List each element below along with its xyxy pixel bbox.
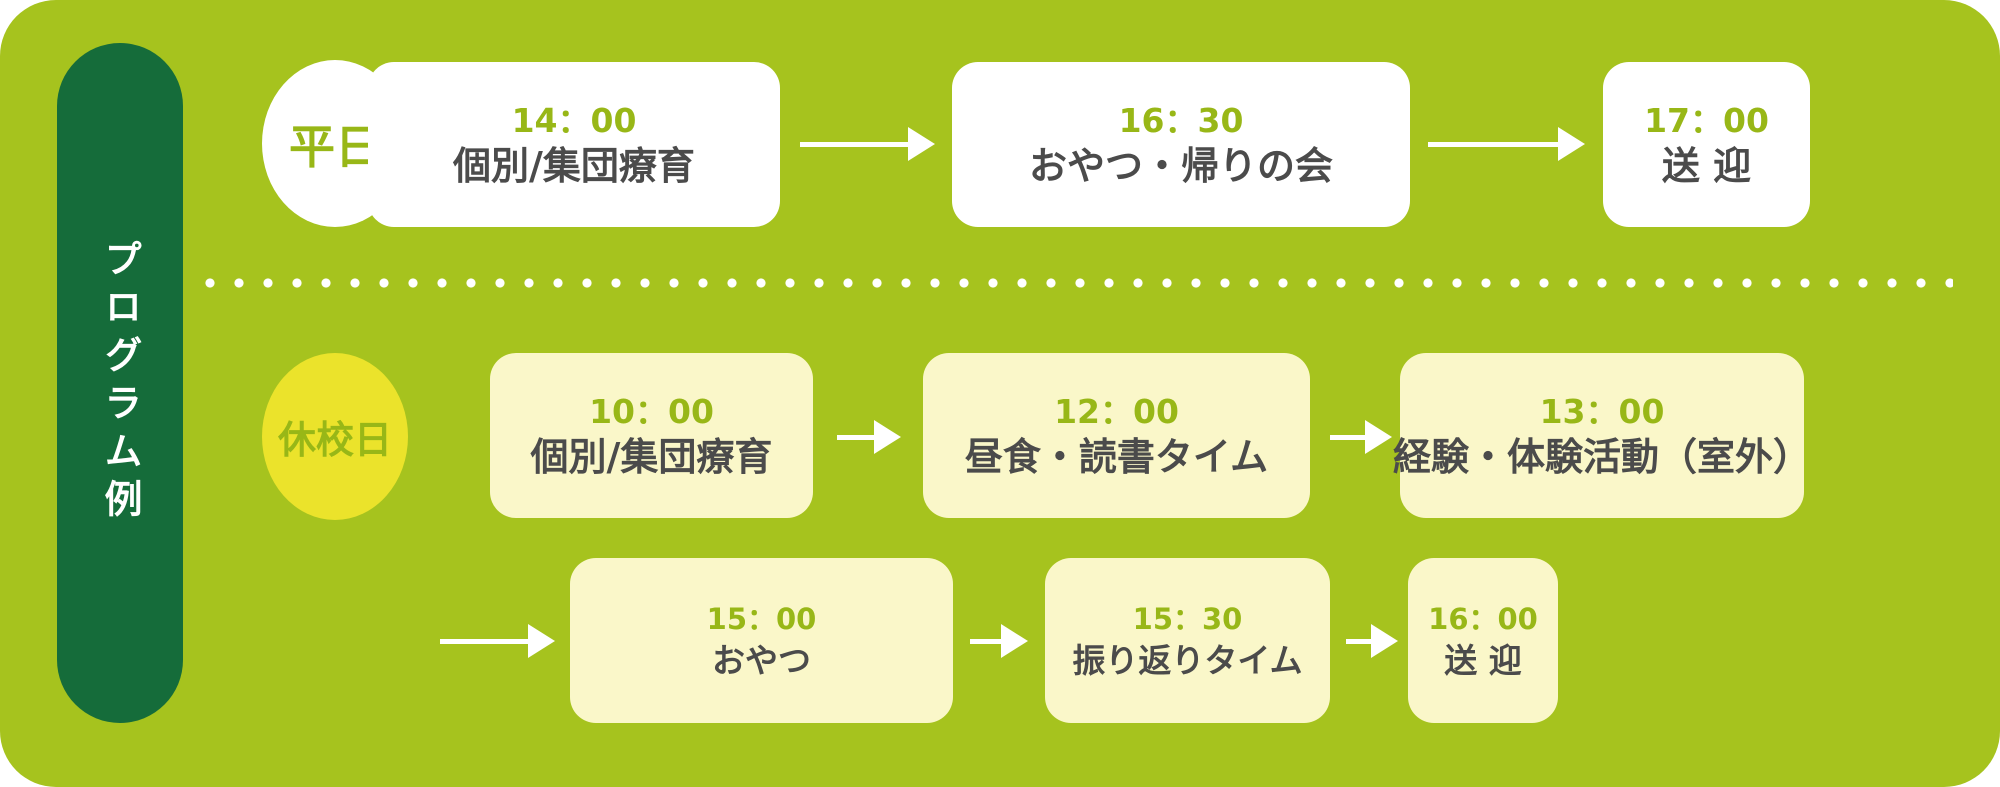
schedule-card-holiday-1: 10：00 個別/集団療育 (490, 353, 813, 518)
arrow-right-icon (970, 624, 1028, 658)
schedule-card-holiday-3: 13：00 経験・体験活動（室外） (1393, 353, 1811, 518)
card-time: 17：00 (1644, 101, 1769, 140)
card-time: 13：00 (1539, 392, 1665, 431)
card-label: おやつ・帰りの会 (1028, 144, 1333, 188)
card-label: 昼食・読書タイム (964, 435, 1269, 479)
card-label: 個別/集団療育 (530, 435, 773, 479)
card-time: 16：00 (1428, 601, 1538, 636)
card-time: 15：00 (706, 601, 817, 636)
schedule-card-holiday-2: 12：00 昼食・読書タイム (923, 353, 1310, 518)
card-label: 振り返りタイム (1072, 640, 1303, 680)
card-label: 個別/集団療育 (453, 144, 695, 188)
schedule-card-weekday-3: 17：00 送 迎 (1603, 62, 1810, 227)
arrow-right-icon (440, 624, 555, 658)
program-title: プログラム例 (98, 239, 142, 527)
card-time: 12：00 (1054, 392, 1179, 431)
card-label: 送 迎 (1661, 144, 1752, 188)
arrow-right-icon (800, 127, 935, 161)
dotted-divider (205, 278, 1953, 288)
card-time: 16：30 (1118, 101, 1244, 140)
arrow-right-icon (837, 420, 901, 454)
schedule-card-weekday-2: 16：30 おやつ・帰りの会 (952, 62, 1410, 227)
arrow-right-icon (1428, 127, 1585, 161)
program-title-pill: プログラム例 (57, 43, 183, 723)
arrow-right-icon (1330, 420, 1392, 454)
card-label: 送 迎 (1444, 640, 1522, 680)
holiday-badge-label: 休校日 (277, 418, 392, 462)
schedule-card-holiday-4: 15：00 おやつ (570, 558, 953, 723)
card-time: 14：00 (511, 101, 637, 140)
arrow-right-icon (1346, 624, 1398, 658)
schedule-card-weekday-1: 14：00 個別/集団療育 (368, 62, 780, 227)
schedule-card-holiday-5: 15：30 振り返りタイム (1045, 558, 1330, 723)
holiday-badge: 休校日 (262, 353, 408, 520)
card-label: おやつ (712, 640, 811, 680)
card-time: 10：00 (589, 392, 714, 431)
schedule-card-holiday-6: 16：00 送 迎 (1408, 558, 1558, 723)
weekday-badge-label: 平日 (289, 119, 381, 174)
card-time: 15：30 (1132, 601, 1243, 636)
card-label: 経験・体験活動（室外） (1393, 435, 1812, 479)
